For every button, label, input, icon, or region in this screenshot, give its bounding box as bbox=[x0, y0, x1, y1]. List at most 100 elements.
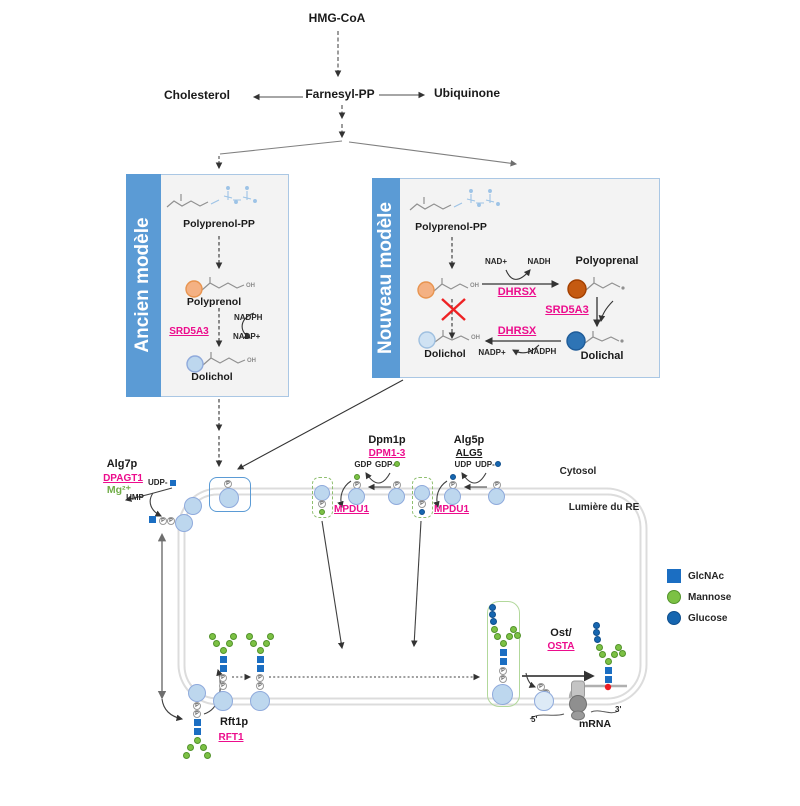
udp-glc-label: UDP- bbox=[475, 460, 495, 469]
phosphate-icon: P bbox=[193, 702, 201, 710]
mannose-icon bbox=[510, 626, 517, 633]
mg-cofactor-label: Mg²⁺ bbox=[106, 484, 132, 496]
mannose-icon bbox=[615, 644, 622, 651]
udp-glcnac-label: UDP- bbox=[148, 478, 168, 487]
asn-attachment-dot bbox=[604, 683, 612, 691]
new-dolichol-label: Dolichol bbox=[424, 348, 466, 360]
mannose-icon bbox=[194, 737, 201, 744]
phosphate-icon: P bbox=[193, 710, 201, 718]
mannose-icon bbox=[619, 650, 626, 657]
glucose-icon bbox=[419, 509, 425, 515]
dolichol-p-highlight-box bbox=[209, 477, 251, 512]
phosphate-icon: P bbox=[537, 683, 545, 691]
dolichol-icon bbox=[213, 691, 233, 711]
mannose-icon bbox=[611, 651, 618, 658]
dolichol-icon bbox=[492, 684, 513, 705]
mannose-icon bbox=[605, 658, 612, 665]
phosphate-icon: P bbox=[224, 480, 232, 488]
red-cross-icon bbox=[441, 298, 466, 321]
ribosome-icon bbox=[569, 680, 587, 721]
mannose-icon bbox=[183, 752, 190, 759]
old-nadph-label: NADPH bbox=[234, 313, 263, 322]
new-nadph-label: NADPH bbox=[527, 347, 557, 356]
glucose-icon bbox=[593, 622, 600, 629]
mrna-label: mRNA bbox=[578, 718, 612, 730]
new-model-arrows bbox=[237, 237, 614, 470]
dhrsx-bottom-label: DHRSX bbox=[497, 325, 537, 337]
polyoprenal-label: Polyoprenal bbox=[575, 255, 639, 267]
mannose-icon bbox=[599, 651, 606, 658]
old-model-title: Ancien modèle bbox=[132, 217, 153, 353]
glcnac-icon bbox=[605, 676, 612, 683]
mannose-legend-icon bbox=[667, 590, 681, 604]
osta-label: OSTA bbox=[547, 641, 575, 652]
dolichol-icon bbox=[414, 485, 430, 501]
glcnac-legend-icon bbox=[667, 569, 681, 583]
glcnac-icon bbox=[170, 480, 176, 486]
dolichol-icon bbox=[388, 488, 405, 505]
old-polyprenol-pp-label: Polyprenol-PP bbox=[183, 218, 255, 230]
nad-label: NAD+ bbox=[484, 257, 508, 266]
oh-glyph: OH bbox=[471, 335, 480, 341]
mannose-icon bbox=[246, 633, 253, 640]
ubiquinone-label: Ubiquinone bbox=[434, 86, 500, 100]
dpagt1-label: DPAGT1 bbox=[103, 473, 143, 484]
new-model-title-bar bbox=[372, 178, 400, 378]
cytosol-label: Cytosol bbox=[559, 466, 597, 477]
mannose-icon bbox=[514, 632, 521, 639]
chem-structures bbox=[166, 194, 621, 366]
mannose-icon bbox=[226, 640, 233, 647]
phosphate-icon: P bbox=[219, 682, 227, 690]
alg5p-label: Alg5p bbox=[453, 434, 485, 446]
glcnac-icon bbox=[257, 656, 264, 663]
dolichol-icon bbox=[348, 488, 365, 505]
phosphate-icon: P bbox=[418, 500, 426, 508]
dolichal-circle-icon bbox=[566, 331, 586, 351]
phosphate-icon: P bbox=[167, 517, 175, 525]
old-nadp-label: NADP+ bbox=[233, 332, 261, 341]
dolichol-icon bbox=[188, 684, 206, 702]
mannose-icon bbox=[354, 474, 360, 480]
glcnac-icon bbox=[500, 649, 507, 656]
dolichol-icon bbox=[175, 514, 193, 532]
dol-p-glc-flipped-box bbox=[412, 477, 433, 518]
top-flow-arrows bbox=[215, 31, 518, 170]
molecule-circles bbox=[185, 279, 587, 373]
full-glycan-box bbox=[487, 601, 520, 707]
glcnac-icon bbox=[257, 665, 264, 672]
aldehyde-oxygen-icon bbox=[620, 286, 625, 343]
mannose-icon bbox=[494, 633, 501, 640]
dolichol-circle-icon bbox=[418, 331, 436, 349]
glucose-icon bbox=[489, 611, 496, 618]
mannose-icon bbox=[267, 633, 274, 640]
polyprenol-circle-icon bbox=[185, 280, 203, 298]
glucose-icon bbox=[490, 618, 497, 625]
mannose-icon bbox=[257, 647, 264, 654]
gdp-label: GDP bbox=[354, 460, 372, 469]
phosphate-icon bbox=[210, 186, 500, 208]
glcnac-icon bbox=[194, 719, 201, 726]
dolichol-icon bbox=[488, 488, 505, 505]
mannose-icon bbox=[250, 640, 257, 647]
lumen-label: Lumière du RE bbox=[568, 502, 640, 513]
glucose-icon bbox=[495, 461, 501, 467]
mannose-icon bbox=[230, 633, 237, 640]
new-polyprenol-pp-label: Polyprenol-PP bbox=[415, 221, 487, 233]
dolichol-icon bbox=[534, 691, 554, 711]
dol-p-man-flipped-box bbox=[312, 477, 333, 518]
dolichol-icon bbox=[444, 488, 461, 505]
cholesterol-label: Cholesterol bbox=[163, 88, 231, 102]
mannose-icon bbox=[204, 752, 211, 759]
legend-label-mannose: Mannose bbox=[688, 592, 732, 603]
old-srd5a3-label: SRD5A3 bbox=[169, 326, 209, 337]
new-nadp-label: NADP+ bbox=[478, 348, 506, 357]
phosphate-icon: P bbox=[499, 675, 507, 683]
legend-label-glucose: Glucose bbox=[688, 613, 728, 624]
dolichol-icon bbox=[250, 691, 270, 711]
oh-glyph: OH bbox=[246, 283, 255, 289]
glcnac-icon bbox=[194, 728, 201, 735]
oh-glyph: OH bbox=[247, 358, 256, 364]
mannose-icon bbox=[394, 461, 400, 467]
